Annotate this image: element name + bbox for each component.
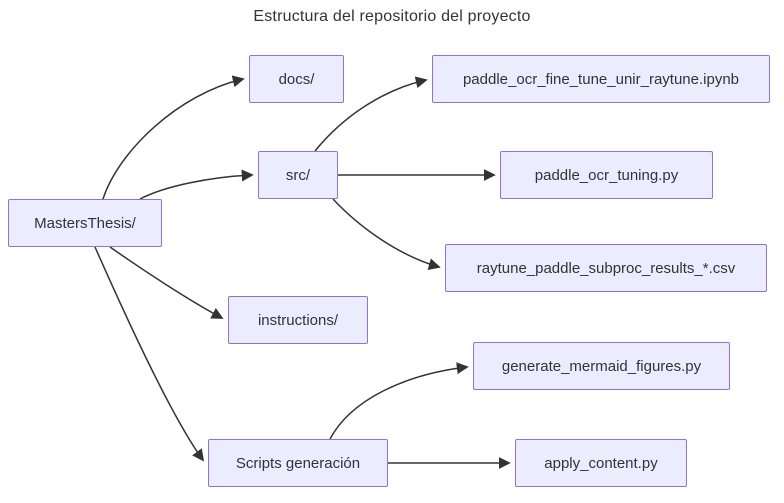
node-docs: docs/ [249, 55, 344, 103]
diagram-title: Estructura del repositorio del proyecto [253, 8, 531, 25]
edge-root-src [139, 169, 254, 200]
node-mastersthesis: MastersThesis/ [8, 199, 162, 247]
node-scripts-generacion: Scripts generación [208, 439, 388, 487]
node-generate-mermaid-figures-script: generate_mermaid_figures.py [473, 342, 730, 390]
node-apply-content-script: apply_content.py [515, 439, 687, 487]
node-paddle-ocr-fine-tune-notebook: paddle_ocr_fine_tune_unir_raytune.ipynb [432, 55, 770, 103]
edge-root-scripts [94, 246, 205, 462]
node-instructions: instructions/ [228, 296, 368, 344]
node-paddle-ocr-tuning-script: paddle_ocr_tuning.py [500, 151, 713, 199]
edge-src-csv [332, 198, 441, 271]
edge-scripts-genfig [329, 362, 469, 440]
edge-root-docs [102, 75, 245, 200]
node-src: src/ [258, 151, 338, 199]
node-raytune-results-csv: raytune_paddle_subproc_results_*.csv [445, 244, 767, 292]
edge-root-instructions [109, 246, 224, 319]
